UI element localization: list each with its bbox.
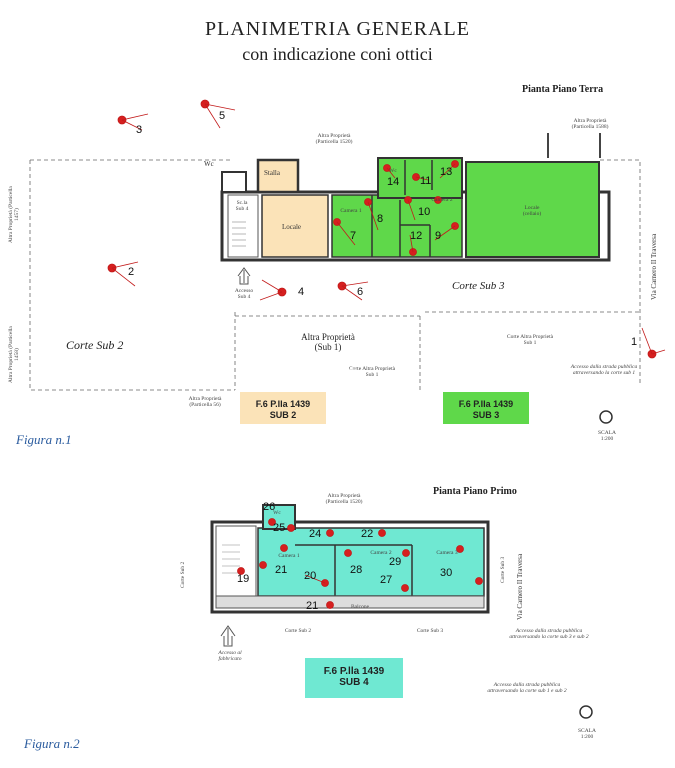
label-corte-sub-2: Corte Sub 2 [66, 338, 124, 352]
figure-label: Figura n.1 [16, 432, 72, 447]
page-title: PLANIMETRIA GENERALE [205, 18, 470, 40]
plan1-sub1-boundary [234, 312, 421, 390]
label-scala-scale: SCALA 1:200 [597, 430, 617, 442]
marker-number: 6 [357, 286, 364, 298]
marker-number: 30 [440, 567, 453, 579]
compass-icon [599, 410, 613, 424]
marker-number: 28 [350, 564, 363, 576]
compass-icon [579, 705, 593, 719]
marker-number: 5 [219, 110, 226, 122]
marker-number: 8 [377, 213, 384, 225]
watermark: trovacasa [190, 356, 364, 398]
marker-number: 3 [136, 124, 143, 136]
marker-number: 13 [440, 166, 453, 178]
label-stalla: Stalla [264, 169, 280, 177]
plan2-header: Pianta Piano Primo [433, 486, 517, 497]
marker-number: 7 [350, 230, 357, 242]
marker-number: 19 [237, 573, 250, 585]
label-corte-sub-2: Corte Sub 2 [284, 628, 312, 634]
figure-label: Figura n.2 [24, 736, 80, 751]
label-altra-proprieta: Altra Proprietà (Particella 1458) [8, 326, 20, 384]
marker-number: 9 [435, 230, 442, 242]
marker-number: 25 [273, 522, 286, 534]
label-accesso: Accesso Sub 4 [234, 288, 254, 300]
label-via: Via Carnero II Traversa [516, 553, 524, 620]
label-scala: Sc.la Sub 4 [235, 200, 249, 212]
label-balcone: Balcone [350, 604, 370, 610]
label-scala-scale: SCALA 1:200 [577, 728, 597, 740]
plan1-header: Pianta Piano Terra [522, 84, 604, 95]
marker-number: 21 [275, 564, 288, 576]
label-accesso-fabbricato: Accesso al fabbricato [218, 650, 242, 662]
label-wc: Wc [204, 160, 214, 168]
label-camera-1: Camera 1 [340, 208, 362, 214]
label-wc: Wc [389, 168, 397, 174]
marker-number: 4 [298, 286, 305, 298]
page-subtitle: con indicazione coni ottici [242, 44, 433, 64]
label-corte-altra-proprieta: Corte Altra Proprietà Sub 1 [506, 334, 554, 346]
label-corte-altra-proprieta: Corte Altra Proprietà Sub 1 [348, 366, 396, 378]
marker-number: 10 [418, 206, 431, 218]
label-altra-proprieta: Altra Proprietà (Particella 1588) [571, 118, 609, 130]
label-altra-proprieta: Altra Proprietà (Particella 56) [188, 396, 222, 408]
marker-number: 14 [387, 176, 400, 188]
label-camera-3: Camera 3 [436, 550, 458, 556]
label-corte-sub-3: Corte Sub 3 [416, 628, 444, 634]
marker-number: 29 [389, 556, 402, 568]
label-corte-sub-2: Corte Sub 2 [180, 561, 186, 589]
label-accesso-strada: Accesso dalla strada pubblica attraversa… [487, 682, 567, 694]
label-camera-2: Camera 2 [370, 550, 392, 556]
plan2-building-outline [210, 520, 490, 614]
label-altra-proprieta-sub1: Altra Proprietà (Sub 1) [301, 332, 355, 352]
plan1-boundary [29, 159, 641, 391]
marker-number: 22 [361, 528, 374, 540]
label-camera-1: Camera 1 [278, 553, 300, 559]
marker-number: 24 [309, 528, 322, 540]
label-altra-proprieta: Altra Proprietà (Particella 1520) [315, 133, 353, 145]
marker-number: 27 [380, 574, 393, 586]
label-accesso-strada: Accesso dalla strada pubblica attraversa… [509, 628, 589, 640]
marker-number: 1 [631, 336, 638, 348]
marker-number: 12 [410, 230, 423, 242]
label-altra-proprieta: Altra Proprietà (Particella 1457) [8, 186, 20, 244]
label-altra-proprieta: Altra Proprietà (Particella 1520) [325, 493, 363, 505]
marker-number: 11 [420, 175, 432, 187]
marker-number: 26 [263, 501, 276, 513]
label-via: Via Carnero II Traversa [650, 233, 658, 300]
label-accesso-strada: Accesso dalla strada pubblica attraversa… [570, 364, 638, 376]
label-wc: Wc [273, 510, 281, 516]
marker-number: 2 [128, 266, 135, 278]
label-locale-cellaio: Locale (cellaio) [522, 205, 542, 217]
label-locale: Locale [282, 223, 302, 231]
marker-number: 20 [304, 570, 317, 582]
label-corte-sub-3: Corte Sub 3 [452, 280, 505, 292]
label-corte-sub-3: Corte Sub 3 [500, 556, 506, 584]
label-camera-2: Camera 2 [431, 197, 453, 203]
marker-number: 21 [306, 600, 319, 612]
